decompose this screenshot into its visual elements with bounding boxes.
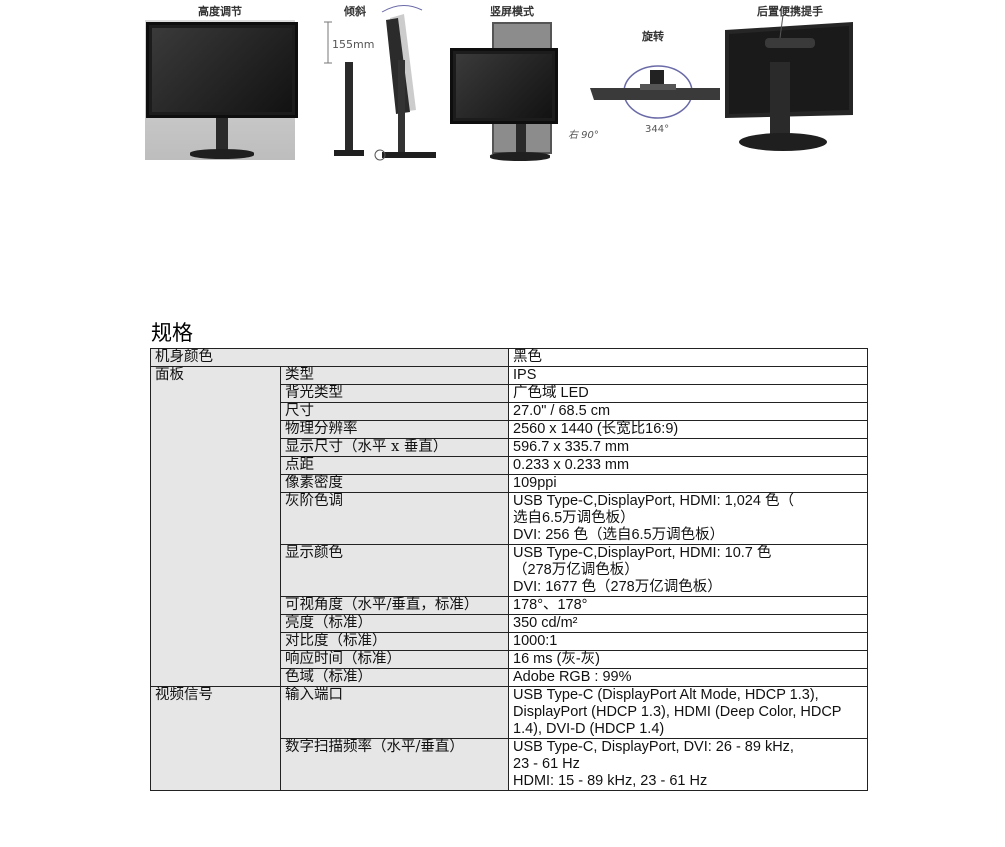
table-row: 视频信号 输入端口 USB Type-C (DisplayPort Alt Mo… [150, 686, 868, 791]
row-attribute: 像素密度 [280, 474, 509, 493]
table-row: 像素密度 109ppi [151, 474, 868, 493]
row-value: 350 cd/m² [508, 614, 868, 633]
row-category: 机身颜色 [150, 348, 509, 367]
row-value: 0.233 x 0.233 mm [508, 456, 868, 475]
feature-portrait: 竖屏模式 右 90° [450, 0, 599, 170]
row-attribute: 可视角度（水平/垂直，标准） [280, 596, 509, 615]
feature-label: 倾斜 [344, 5, 366, 18]
row-value: 109ppi [508, 474, 868, 493]
row-attribute: 响应时间（标准） [280, 650, 509, 669]
monitor-image [450, 48, 558, 124]
row-value: 178°、178° [508, 596, 868, 615]
feature-rear-handle: 后置便携提手 [725, 0, 865, 170]
table-row: 对比度（标准） 1000:1 [151, 632, 868, 651]
portrait-rotation-note: 右 90° [568, 130, 599, 141]
feature-label: 竖屏模式 [490, 5, 534, 18]
monitor-image [146, 22, 298, 118]
row-value: 16 ms (灰-灰) [508, 650, 868, 669]
row-value: 黑色 [508, 348, 868, 367]
section-title: 规格 [151, 321, 193, 345]
feature-height-adjust: 高度调节 [140, 0, 308, 170]
row-value: IPS [508, 366, 868, 385]
table-row: 色域（标准） Adobe RGB : 99% [151, 668, 868, 687]
row-value: USB Type-C,DisplayPort, HDMI: 10.7 色 （27… [508, 544, 868, 597]
row-value: 2560 x 1440 (长宽比16:9) [508, 420, 868, 439]
row-attribute: 点距 [280, 456, 509, 475]
table-row: 尺寸 27.0" / 68.5 cm [151, 402, 868, 421]
table-row: 数字扫描频率（水平/垂直） USB Type-C, DisplayPort, D… [151, 738, 868, 791]
row-attribute: 类型 [280, 366, 509, 385]
monitor-base [490, 152, 550, 161]
table-row: 点距 0.233 x 0.233 mm [151, 456, 868, 475]
row-attribute: 背光类型 [280, 384, 509, 403]
feature-label: 旋转 [642, 30, 664, 43]
table-row: 显示颜色 USB Type-C,DisplayPort, HDMI: 10.7 … [151, 544, 868, 597]
feature-tilt: 倾斜 155mm [320, 0, 440, 170]
row-value: 广色域 LED [508, 384, 868, 403]
table-row: 响应时间（标准） 16 ms (灰-灰) [151, 650, 868, 669]
feature-swivel: 旋转 344° [590, 0, 725, 170]
monitor-stand [216, 118, 228, 152]
row-category: 视频信号 [150, 686, 281, 791]
monitor-base [190, 149, 254, 159]
row-value: 596.7 x 335.7 mm [508, 438, 868, 457]
feature-label: 后置便携提手 [757, 5, 823, 18]
monitor-stand [516, 124, 526, 154]
table-row: 机身颜色 黑色 [150, 348, 868, 367]
row-attribute: 物理分辨率 [280, 420, 509, 439]
table-row: 显示尺寸（水平 x 垂直） 596.7 x 335.7 mm [151, 438, 868, 457]
swivel-diagram [590, 65, 720, 119]
row-attribute: 输入端口 [280, 686, 509, 739]
table-row: 物理分辨率 2560 x 1440 (长宽比16:9) [151, 420, 868, 439]
row-attribute: 亮度（标准） [280, 614, 509, 633]
row-value: 27.0" / 68.5 cm [508, 402, 868, 421]
row-attribute: 显示尺寸（水平 x 垂直） [280, 438, 509, 457]
row-attribute: 对比度（标准） [280, 632, 509, 651]
swivel-angle-note: 344° [645, 124, 670, 135]
table-row: 可视角度（水平/垂直，标准） 178°、178° [151, 596, 868, 615]
row-value: 1000:1 [508, 632, 868, 651]
row-attribute: 色域（标准） [280, 668, 509, 687]
row-attribute: 灰阶色调 [280, 492, 509, 545]
table-row: 面板 类型 IPS [150, 366, 868, 687]
feature-images: 高度调节 倾斜 155mm 竖屏模式 右 90° [140, 0, 865, 175]
feature-label: 高度调节 [198, 5, 242, 18]
tilt-height-note: 155mm [332, 38, 375, 51]
row-attribute: 数字扫描频率（水平/垂直） [280, 738, 509, 791]
row-value: USB Type-C,DisplayPort, HDMI: 1,024 色（ 选… [508, 492, 868, 545]
row-attribute: 尺寸 [280, 402, 509, 421]
spec-table: 机身颜色 黑色 面板 类型 IPS 背光类型 广色域 LED 尺寸 27.0" … [150, 348, 868, 791]
row-attribute: 显示颜色 [280, 544, 509, 597]
tilt-diagram [324, 5, 436, 161]
row-value: USB Type-C, DisplayPort, DVI: 26 - 89 kH… [508, 738, 868, 791]
table-row: 亮度（标准） 350 cd/m² [151, 614, 868, 633]
row-category: 面板 [150, 366, 281, 687]
table-row: 灰阶色调 USB Type-C,DisplayPort, HDMI: 1,024… [151, 492, 868, 545]
rear-monitor-diagram [725, 14, 853, 151]
row-value: Adobe RGB : 99% [508, 668, 868, 687]
row-value: USB Type-C (DisplayPort Alt Mode, HDCP 1… [508, 686, 868, 739]
